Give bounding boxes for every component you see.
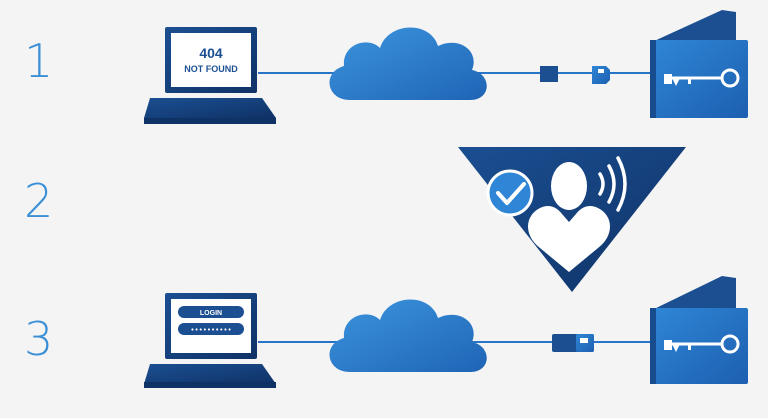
row-3: LOGIN •••••••••• (144, 276, 748, 388)
row-1: 404 NOT FOUND (144, 10, 748, 124)
login-label: LOGIN (200, 310, 222, 317)
error-code-text: 404 (199, 45, 223, 61)
password-mask: •••••••••• (190, 326, 231, 334)
connector-plug-icon (552, 334, 594, 352)
step-number-3: 3 (24, 312, 54, 366)
connector-plug-icon (540, 66, 610, 84)
checkmark-icon (486, 169, 534, 217)
step-number-2: 2 (24, 174, 54, 228)
laptop-icon: LOGIN •••••••••• (144, 293, 276, 388)
laptop-icon: 404 NOT FOUND (144, 27, 276, 124)
wallet-key-icon (650, 276, 748, 384)
sound-waves-icon (598, 156, 627, 212)
row-2 (458, 147, 686, 292)
user-icon (528, 162, 610, 272)
cloud-icon (329, 27, 487, 100)
step-number-1: 1 (24, 34, 54, 88)
wallet-key-icon (650, 10, 748, 118)
not-found-text: NOT FOUND (184, 64, 238, 74)
cloud-icon (329, 299, 487, 372)
